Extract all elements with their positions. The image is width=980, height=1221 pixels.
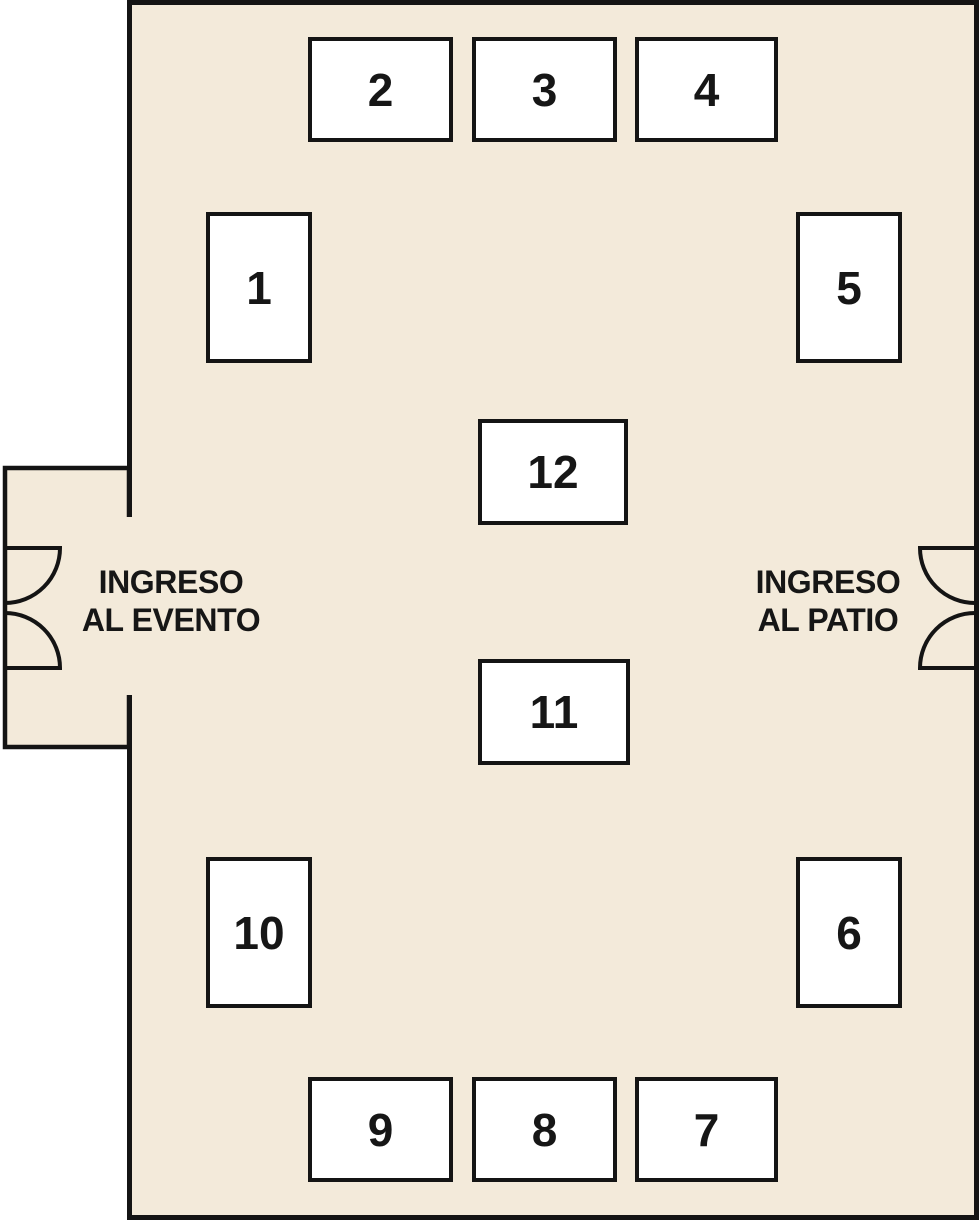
booth-4: 4 — [635, 37, 778, 142]
left-door-swing-icon — [4, 546, 63, 605]
left-entrance-label: INGRESO AL EVENTO — [60, 563, 282, 639]
entry-vestibule — [2, 465, 132, 750]
booth-5: 5 — [796, 212, 902, 363]
room-outline — [127, 0, 979, 1220]
booth-10: 10 — [206, 857, 312, 1008]
entrance-label-line: INGRESO — [755, 564, 901, 600]
left-wall-opening — [125, 517, 135, 695]
booth-2: 2 — [308, 37, 453, 142]
entrance-label-line: AL EVENTO — [81, 602, 261, 638]
right-entrance-label: INGRESO AL PATIO — [717, 563, 939, 639]
booth-6: 6 — [796, 857, 902, 1008]
booth-7: 7 — [635, 1077, 778, 1182]
right-door-swing-icon — [917, 611, 976, 670]
entrance-label-line: AL PATIO — [757, 602, 899, 638]
booth-12: 12 — [478, 419, 628, 525]
booth-3: 3 — [472, 37, 617, 142]
left-door-swing-icon — [4, 611, 63, 670]
booth-1: 1 — [206, 212, 312, 363]
booth-11: 11 — [478, 659, 630, 765]
booth-8: 8 — [472, 1077, 617, 1182]
right-door-swing-icon — [917, 546, 976, 605]
booth-9: 9 — [308, 1077, 453, 1182]
entrance-label-line: INGRESO — [98, 564, 244, 600]
